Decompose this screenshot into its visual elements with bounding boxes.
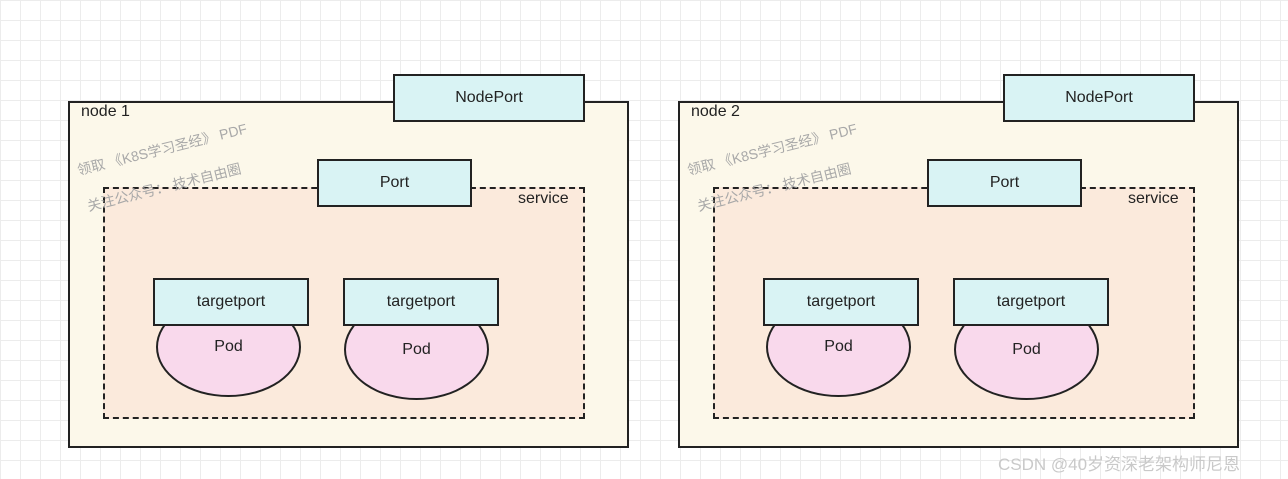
targetport-box-2b: targetport <box>953 278 1109 326</box>
pod-label-2a: Pod <box>824 338 853 355</box>
node-label-1: node 1 <box>81 103 130 120</box>
node-label-2: node 2 <box>691 103 740 120</box>
port-box-1: Port <box>317 159 472 207</box>
targetport-box-2a: targetport <box>763 278 919 326</box>
service-label-2: service <box>1128 190 1179 207</box>
pod-label-2b: Pod <box>1012 340 1041 358</box>
pod-label-1b: Pod <box>402 340 431 358</box>
port-box-2: Port <box>927 159 1082 207</box>
service-label-1: service <box>518 190 569 207</box>
credit-text: CSDN @40岁资深老架构师尼恩 <box>998 455 1241 474</box>
nodeport-box-1: NodePort <box>393 74 585 122</box>
targetport-box-1b: targetport <box>343 278 499 326</box>
pod-label-1a: Pod <box>214 338 243 355</box>
targetport-box-1a: targetport <box>153 278 309 326</box>
nodeport-box-2: NodePort <box>1003 74 1195 122</box>
